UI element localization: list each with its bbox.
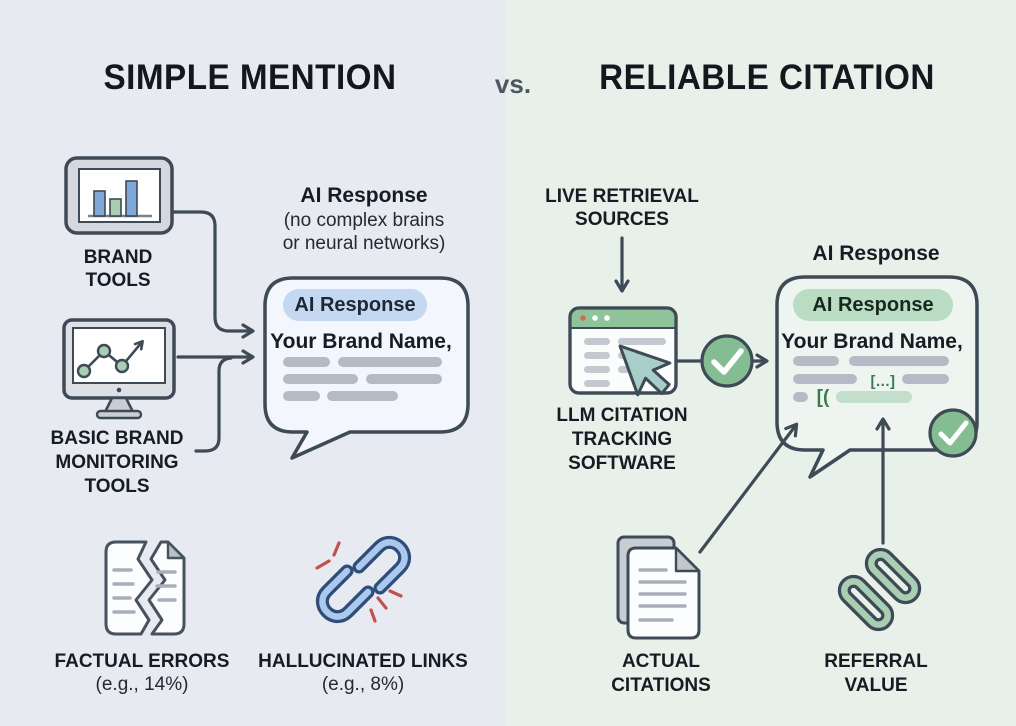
chain-link-icon (837, 547, 922, 632)
line-chart-monitor-icon (62, 318, 176, 420)
referral-value-label: REFERRAL VALUE (824, 651, 928, 696)
cursor-icon (618, 344, 672, 397)
vs-separator: vs. (494, 69, 532, 99)
cited-check-circle (928, 408, 978, 458)
ai-response-heading-right: AI Response (812, 242, 940, 265)
placeholder-text-bars (793, 356, 949, 402)
live-retrieval-label: LIVE RETRIEVAL SOURCES (545, 186, 699, 230)
check-icon (938, 420, 969, 446)
ai-response-subtitle: (no complex brains or neural networks) (282, 210, 446, 254)
actual-citations-label: ACTUAL CITATIONS (611, 651, 711, 696)
stacked-documents-icon (616, 535, 701, 640)
browser-content-bars (584, 338, 666, 387)
left-section-title: SIMPLE MENTION (103, 58, 397, 97)
ai-response-heading-left: AI Response (300, 184, 428, 207)
citation-open-bracket: [( (816, 387, 830, 408)
reliable-citation-speech-bubble (775, 275, 979, 479)
arrow-citations-to-bubble (698, 422, 799, 554)
browser-window-icon (568, 306, 678, 397)
citation-bracket-mark: [...] (870, 373, 896, 390)
connector-monitor-to-bubble (176, 349, 255, 453)
simple-mention-speech-bubble (263, 276, 470, 460)
break-spark-lines (315, 541, 403, 623)
cited-text-bar (836, 391, 912, 403)
placeholder-text-bars (283, 357, 442, 401)
connector-brand-tools-to-bubble (172, 210, 255, 339)
brand-tools-label: BRAND TOOLS (83, 247, 153, 291)
broken-document-icon (104, 540, 186, 636)
verified-check-circle (700, 334, 754, 388)
factual-errors-label: FACTUAL ERRORS (e.g., 14%) (54, 651, 230, 695)
monitoring-tools-label: BASIC BRAND MONITORING TOOLS (50, 428, 184, 497)
brand-name-text-right: Your Brand Name, (781, 330, 963, 353)
broken-link-icon (315, 535, 412, 624)
brand-name-text-left: Your Brand Name, (270, 330, 452, 353)
ai-response-pill-right: AI Response (793, 289, 953, 321)
check-icon (711, 348, 744, 375)
hallucinated-links-label: HALLUCINATED LINKS (e.g., 8%) (258, 651, 468, 695)
bar-chart-tablet-icon (64, 156, 174, 235)
llm-tracking-software-label: LLM CITATION TRACKING SOFTWARE (556, 405, 688, 474)
right-section-title: RELIABLE CITATION (599, 58, 935, 97)
ai-response-pill-left: AI Response (283, 289, 427, 321)
